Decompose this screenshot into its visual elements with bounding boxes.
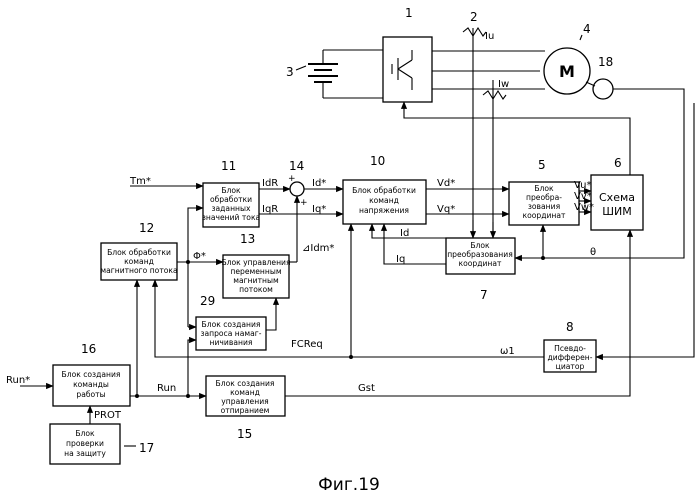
block-16-line3: работы bbox=[76, 390, 105, 399]
inverter-1 bbox=[383, 37, 432, 102]
label-iu: Iu bbox=[485, 31, 494, 42]
current-sensor-iu bbox=[463, 28, 486, 36]
label-vd: Vd* bbox=[437, 178, 455, 189]
ref-17: 17 bbox=[139, 441, 154, 455]
sensor-18 bbox=[586, 79, 613, 99]
block-6-line2: ШИМ bbox=[602, 205, 631, 218]
label-fcreq: FCReq bbox=[291, 339, 323, 350]
label-tm: Tm* bbox=[129, 176, 151, 187]
block-5-line2: преобра- bbox=[526, 193, 562, 202]
block-12-line2: команд bbox=[124, 257, 154, 266]
ref-1: 1 bbox=[405, 6, 413, 20]
label-run-input: Run* bbox=[6, 375, 30, 386]
ref-18: 18 bbox=[598, 55, 613, 69]
ref-5: 5 bbox=[538, 158, 546, 172]
block-5-line4: координат bbox=[523, 211, 567, 220]
label-id-star: Id* bbox=[312, 178, 326, 189]
ref-7: 7 bbox=[480, 288, 488, 302]
block-13-line3: магнитным bbox=[233, 276, 279, 285]
summing-junction-14 bbox=[290, 182, 304, 196]
block-17-line1: Блок bbox=[75, 429, 95, 438]
block-12-line1: Блок обработки bbox=[107, 248, 171, 257]
block-11-line1: Блок bbox=[221, 186, 241, 195]
label-gst: Gst bbox=[358, 383, 375, 394]
ref-6: 6 bbox=[614, 156, 622, 170]
ref-2: 2 bbox=[470, 10, 478, 24]
ref-16: 16 bbox=[81, 342, 96, 356]
label-vw: Vw* bbox=[574, 202, 594, 213]
block-16-line1: Блок создания bbox=[62, 370, 121, 379]
label-iw: Iw bbox=[498, 79, 509, 90]
block-11-line2: обработки bbox=[210, 195, 252, 204]
label-iq-star: Iq* bbox=[312, 204, 326, 215]
block-29-line1: Блок создания bbox=[202, 320, 261, 329]
block-29-line2: запроса намаг- bbox=[200, 329, 261, 338]
block-11-line4: значений тока bbox=[202, 213, 260, 222]
block-7-line2: преобразования bbox=[447, 250, 513, 259]
block-29-line3: ничивания bbox=[210, 338, 253, 347]
label-theta: θ bbox=[590, 247, 596, 258]
label-idr: IdR bbox=[262, 178, 278, 189]
ref-4: 4 bbox=[583, 22, 591, 36]
label-vv: Vv* bbox=[574, 191, 592, 202]
block-6-line1: Схема bbox=[599, 191, 635, 204]
block-8-line3: циатор bbox=[556, 362, 585, 371]
block-8-line2: дифферен- bbox=[547, 353, 592, 362]
block-8-line1: Псевдо- bbox=[554, 344, 586, 353]
block-7-line1: Блок bbox=[470, 241, 490, 250]
block-11-line3: заданных bbox=[211, 204, 251, 213]
label-phi: Φ* bbox=[193, 251, 206, 262]
battery-3 bbox=[296, 64, 338, 82]
label-prot: PROT bbox=[94, 410, 122, 421]
ref-13: 13 bbox=[240, 232, 255, 246]
block-16-line2: команды bbox=[73, 380, 109, 389]
current-sensor-iw bbox=[483, 91, 506, 99]
ref-14: 14 bbox=[289, 159, 304, 173]
block-15-line4: отпиранием bbox=[221, 406, 270, 415]
block-15-line3: управления bbox=[221, 397, 268, 406]
block-10-line1: Блок обработки bbox=[352, 186, 416, 195]
block-10-line2: команд bbox=[369, 196, 399, 205]
ref-8: 8 bbox=[566, 320, 574, 334]
label-iq: Iq bbox=[396, 254, 405, 265]
block-7-line3: координат bbox=[459, 259, 503, 268]
block-13-line1: Блок управления bbox=[221, 258, 290, 267]
ref-29: 29 bbox=[200, 294, 215, 308]
label-plus-1: + bbox=[288, 174, 296, 184]
block-13-line4: потоком bbox=[239, 285, 273, 294]
block-10-line3: напряжения bbox=[359, 206, 409, 215]
label-vu: Vu* bbox=[574, 180, 592, 191]
ref-12: 12 bbox=[139, 221, 154, 235]
block-17-line2: проверки bbox=[66, 439, 104, 448]
block-17-line3: на защиту bbox=[64, 449, 106, 458]
block-13-line2: переменным bbox=[230, 267, 281, 276]
label-plus-2: + bbox=[300, 198, 308, 208]
label-didm: ⊿Idm* bbox=[302, 243, 334, 254]
label-iqr: IqR bbox=[262, 204, 278, 215]
ref-3: 3 bbox=[286, 65, 294, 79]
block-15-line2: команд bbox=[230, 388, 260, 397]
ref-11: 11 bbox=[221, 159, 236, 173]
ref-10: 10 bbox=[370, 154, 385, 168]
motor-label: M bbox=[559, 62, 575, 81]
label-run: Run bbox=[157, 383, 176, 394]
ref-15: 15 bbox=[237, 427, 252, 441]
label-omega: ω1 bbox=[500, 346, 515, 357]
block-12-line3: магнитного потока bbox=[100, 266, 177, 275]
figure-caption: Фиг.19 bbox=[318, 475, 380, 495]
label-id: Id bbox=[400, 228, 409, 239]
label-vq: Vq* bbox=[437, 204, 455, 215]
block-5-line1: Блок bbox=[534, 184, 554, 193]
block-15-line1: Блок создания bbox=[216, 379, 275, 388]
block-5-line3: зования bbox=[528, 202, 560, 211]
